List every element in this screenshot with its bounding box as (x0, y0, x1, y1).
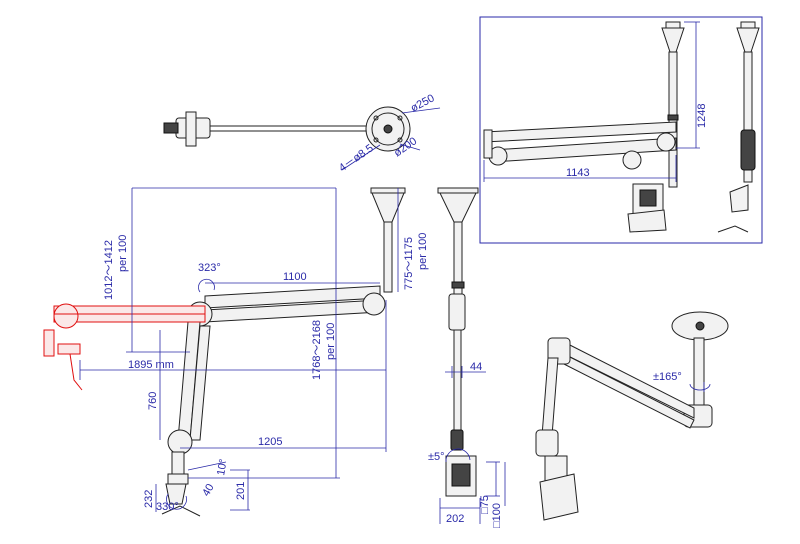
range-775-per-label: per 100 (417, 233, 429, 270)
angle-165-label: ±165° (653, 371, 682, 383)
top-view: ø250 ø200 4－ø8.5 (163, 92, 441, 174)
angle-10-label: 10° (215, 458, 230, 476)
length-760-label: 760 (147, 392, 159, 410)
angle-5-label: ±5° (428, 451, 445, 463)
range-1012-per-label: per 100 (117, 235, 129, 272)
range-1768-label: 1768～2168 (311, 320, 323, 380)
height-1248-label: 1248 (696, 104, 708, 128)
range-775-label: 775～1175 (403, 237, 415, 290)
front-view: 44 ±5° 202 □75 □100 (428, 187, 506, 528)
isometric-view: ±165° (535, 311, 729, 521)
vesa-75-label: □75 (479, 495, 491, 514)
vesa-100-label: □100 (491, 503, 503, 528)
width-202-label: 202 (446, 513, 464, 525)
reach-1895-label: 1895 mm (128, 359, 174, 371)
width-1100-label: 1100 (283, 271, 307, 283)
height-232-label: 232 (143, 490, 155, 508)
mounting-holes-label: 4－ø8.5 (337, 142, 376, 174)
width-44-label: 44 (470, 361, 482, 373)
radius-40-label: 40 (200, 482, 217, 499)
range-1012-label: 1012～1412 (103, 240, 115, 300)
width-1205-label: 1205 (258, 436, 282, 448)
main-side-view: 1012～1412 per 100 1768～2168 per 100 775～… (43, 187, 429, 517)
angle-330-label: 330° (156, 501, 179, 513)
inset-views: 1143 1248 (479, 16, 763, 244)
range-1768-per-label: per 100 (325, 323, 337, 360)
width-1143-label: 1143 (566, 167, 590, 179)
diameter-250-label: ø250 (409, 92, 437, 114)
height-201-label: 201 (235, 482, 247, 500)
angle-323-label: 323° (198, 262, 221, 274)
